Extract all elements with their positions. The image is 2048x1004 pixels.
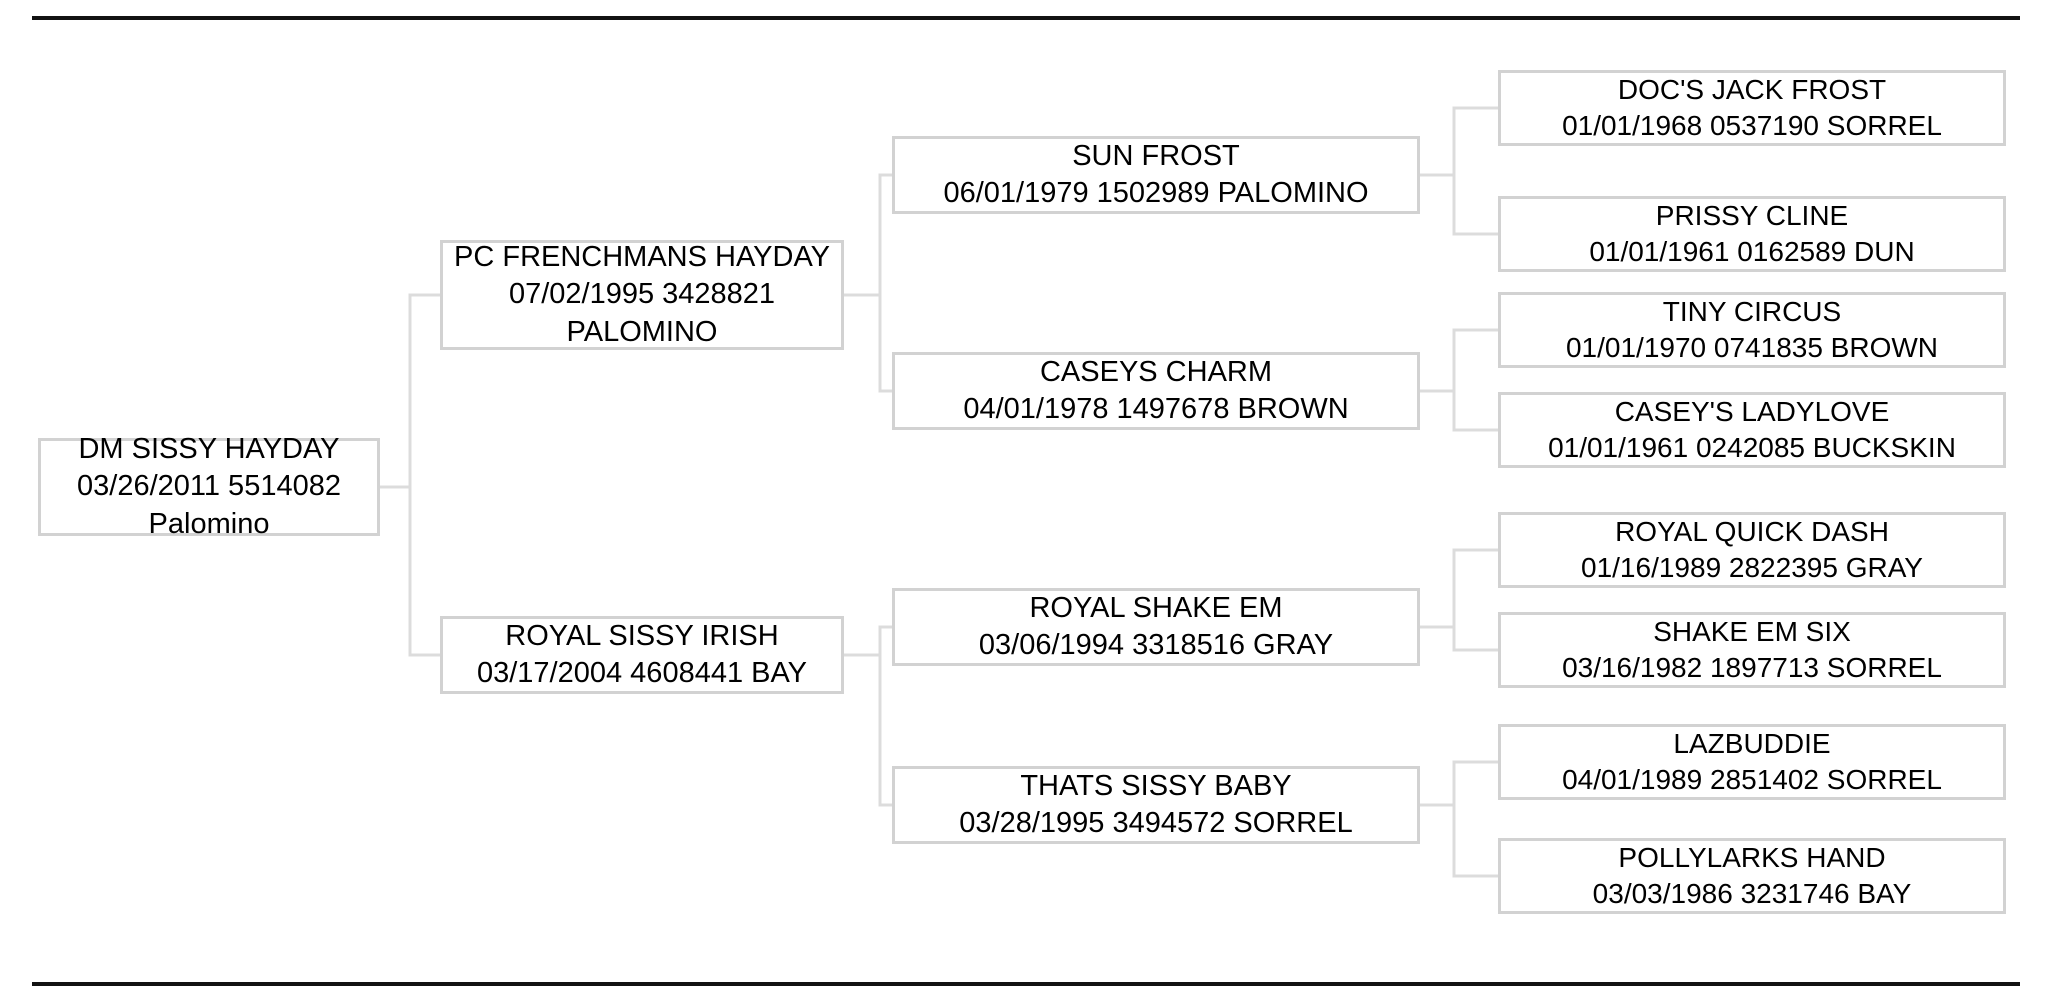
node-details: 03/17/2004 4608441 BAY bbox=[476, 657, 808, 689]
node-name: DM SISSY HAYDAY bbox=[78, 433, 340, 466]
node-name: POLLYLARKS HAND bbox=[1618, 842, 1886, 874]
connector-sire-dam bbox=[1418, 328, 1500, 432]
node-name: TINY CIRCUS bbox=[1662, 296, 1842, 328]
node-name: THATS SISSY BABY bbox=[1020, 769, 1292, 802]
pedigree-node-dam-sire-sire[interactable]: ROYAL QUICK DASH 01/16/1989 2822395 GRAY bbox=[1498, 512, 2006, 588]
node-color: PALOMINO bbox=[566, 315, 718, 348]
node-name: ROYAL QUICK DASH bbox=[1615, 516, 1889, 548]
node-details: 03/06/1994 3318516 GRAY bbox=[978, 629, 1334, 661]
node-color: Palomino bbox=[148, 507, 270, 540]
node-name: CASEY'S LADYLOVE bbox=[1614, 396, 1890, 428]
connector-dam-dam bbox=[1418, 760, 1500, 878]
connector-sire-sire bbox=[1418, 106, 1500, 236]
node-details: 03/26/2011 5514082 bbox=[77, 470, 341, 503]
node-details: 01/01/1970 0741835 BROWN bbox=[1565, 332, 1939, 363]
pedigree-node-dam-dam[interactable]: THATS SISSY BABY 03/28/1995 3494572 SORR… bbox=[892, 766, 1420, 844]
node-name: DOC'S JACK FROST bbox=[1617, 74, 1887, 106]
node-details: 04/01/1989 2851402 SORREL bbox=[1562, 764, 1942, 795]
bottom-rule bbox=[32, 982, 2020, 986]
pedigree-node-sire-dam-dam[interactable]: CASEY'S LADYLOVE 01/01/1961 0242085 BUCK… bbox=[1498, 392, 2006, 468]
pedigree-node-dam-dam-sire[interactable]: LAZBUDDIE 04/01/1989 2851402 SORREL bbox=[1498, 724, 2006, 800]
connector-dam bbox=[842, 625, 894, 807]
node-name: CASEYS CHARM bbox=[1039, 355, 1273, 388]
pedigree-node-subject[interactable]: DM SISSY HAYDAY 03/26/2011 5514082 Palom… bbox=[38, 433, 380, 540]
node-details: 07/02/1995 3428821 bbox=[508, 278, 776, 311]
node-details: 03/03/1986 3231746 BAY bbox=[1592, 878, 1912, 909]
node-details: 03/16/1982 1897713 SORREL bbox=[1562, 652, 1942, 683]
pedigree-node-sire[interactable]: PC FRENCHMANS HAYDAY 07/02/1995 3428821 … bbox=[440, 240, 844, 350]
pedigree-node-sire-sire[interactable]: SUN FROST 06/01/1979 1502989 PALOMINO bbox=[892, 136, 1420, 214]
top-rule bbox=[32, 16, 2020, 20]
connector-subject bbox=[378, 293, 442, 657]
pedigree-node-dam[interactable]: ROYAL SISSY IRISH 03/17/2004 4608441 BAY bbox=[440, 616, 844, 694]
node-details: 04/01/1978 1497678 BROWN bbox=[963, 393, 1349, 425]
node-details: 06/01/1979 1502989 PALOMINO bbox=[943, 177, 1369, 209]
pedigree-node-sire-dam[interactable]: CASEYS CHARM 04/01/1978 1497678 BROWN bbox=[892, 352, 1420, 430]
node-name: SHAKE EM SIX bbox=[1653, 616, 1851, 648]
node-details: 03/28/1995 3494572 SORREL bbox=[959, 807, 1353, 839]
pedigree-node-sire-sire-sire[interactable]: DOC'S JACK FROST 01/01/1968 0537190 SORR… bbox=[1498, 70, 2006, 146]
node-details: 01/01/1961 0242085 BUCKSKIN bbox=[1548, 432, 1956, 463]
node-details: 01/16/1989 2822395 GRAY bbox=[1581, 552, 1923, 583]
node-name: PRISSY CLINE bbox=[1655, 200, 1849, 232]
pedigree-node-dam-dam-dam[interactable]: POLLYLARKS HAND 03/03/1986 3231746 BAY bbox=[1498, 838, 2006, 914]
node-details: 01/01/1961 0162589 DUN bbox=[1589, 236, 1915, 267]
connector-sire bbox=[842, 173, 894, 393]
pedigree-node-sire-dam-sire[interactable]: TINY CIRCUS 01/01/1970 0741835 BROWN bbox=[1498, 292, 2006, 368]
node-name: ROYAL SISSY IRISH bbox=[505, 619, 779, 652]
pedigree-node-sire-sire-dam[interactable]: PRISSY CLINE 01/01/1961 0162589 DUN bbox=[1498, 196, 2006, 272]
node-name: ROYAL SHAKE EM bbox=[1029, 591, 1283, 624]
node-details: 01/01/1968 0537190 SORREL bbox=[1562, 110, 1942, 141]
pedigree-node-dam-sire[interactable]: ROYAL SHAKE EM 03/06/1994 3318516 GRAY bbox=[892, 588, 1420, 666]
pedigree-node-dam-sire-dam[interactable]: SHAKE EM SIX 03/16/1982 1897713 SORREL bbox=[1498, 612, 2006, 688]
node-name: LAZBUDDIE bbox=[1673, 728, 1831, 760]
node-name: PC FRENCHMANS HAYDAY bbox=[454, 241, 830, 274]
node-name: SUN FROST bbox=[1072, 139, 1240, 172]
connector-dam-sire bbox=[1418, 548, 1500, 652]
